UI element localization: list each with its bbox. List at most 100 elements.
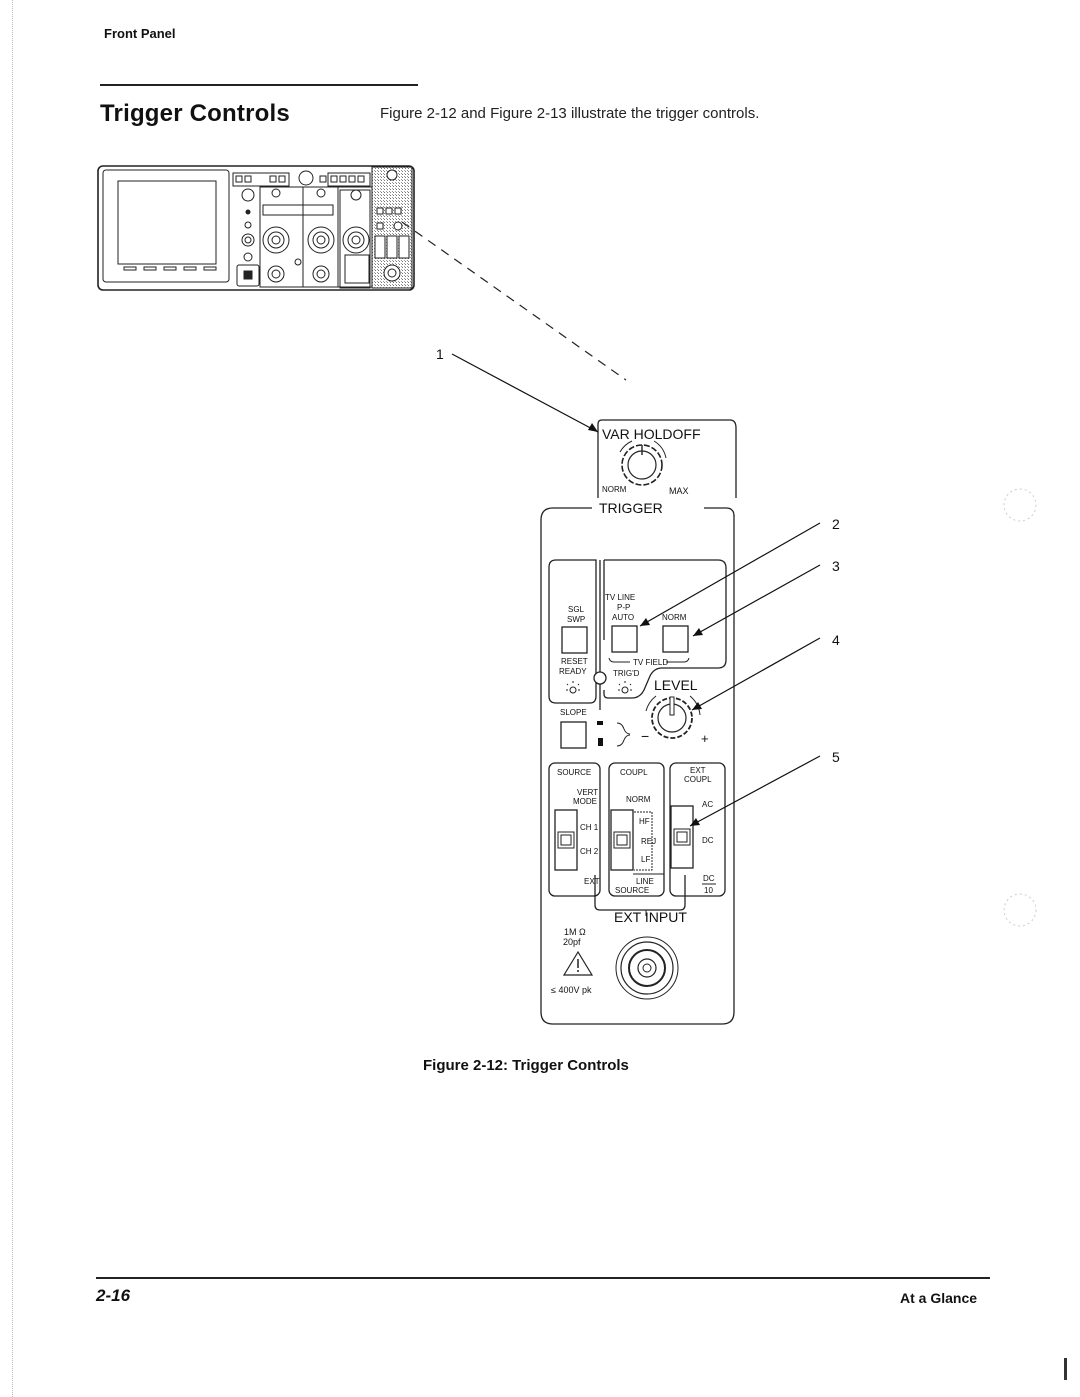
ch1-label: CH 1 xyxy=(580,823,599,832)
page-number: 2-16 xyxy=(96,1286,131,1305)
ext-coupl-label-line1: EXT xyxy=(690,766,706,775)
p-p-label: P-P xyxy=(617,603,630,612)
norm-mode-button[interactable] xyxy=(662,625,689,653)
measure-button-group xyxy=(327,172,371,187)
ac-label: AC xyxy=(702,800,713,809)
ch2-label: CH 2 xyxy=(580,847,599,856)
coupl-group-frame xyxy=(608,762,665,897)
callout-3: 3 xyxy=(832,558,840,574)
intro-text: Figure 2-12 and Figure 2-13 illustrate t… xyxy=(380,105,760,122)
scan-artifact-mark xyxy=(1064,1358,1067,1380)
cursor-knob xyxy=(298,170,314,186)
sgl-swp-group-frame xyxy=(548,559,597,704)
mode-label: MODE xyxy=(573,797,597,806)
screen-menu-buttons xyxy=(123,266,217,271)
callouts xyxy=(451,353,821,827)
callout-2-leader xyxy=(639,522,821,627)
falling-slope-icon xyxy=(616,734,631,747)
callout-5: 5 xyxy=(832,749,840,765)
ext-coupl-label-line2: COUPL xyxy=(684,775,712,784)
max-voltage-label: ≤ 400V pk xyxy=(551,985,592,995)
ext-coupl-group-frame xyxy=(669,762,726,897)
detail-panel xyxy=(540,419,737,1025)
coupl-switch-group: COUPL NORM HF REJ LF LINE SOURCE xyxy=(610,768,664,895)
bnc-connector[interactable] xyxy=(615,936,679,1000)
trigger-outer-frame xyxy=(540,507,735,1025)
slope-control: SLOPE xyxy=(560,708,631,749)
scan-margin-line xyxy=(12,0,13,1397)
tv-line-label: TV LINE xyxy=(605,593,635,602)
scope-screen xyxy=(117,180,217,265)
figure-caption: Figure 2-12: Trigger Controls xyxy=(423,1057,629,1074)
ready-led xyxy=(593,671,607,685)
callout-2: 2 xyxy=(832,516,840,532)
sgl-swp-button[interactable] xyxy=(561,626,588,654)
source-switch-group: SOURCE VERT MODE CH 1 CH 2 EXT xyxy=(554,768,600,886)
punch-hole-mark xyxy=(1003,893,1037,927)
scope-body xyxy=(97,165,415,291)
display-button-group xyxy=(232,172,290,187)
level-control: LEVEL − + xyxy=(641,677,709,746)
dc-div10-label-bottom: 10 xyxy=(704,886,713,895)
trigger-mode-controls: TV LINE P-P AUTO NORM TV FIELD TRIG'D xyxy=(605,593,690,694)
section-title: Trigger Controls xyxy=(100,100,290,127)
trigd-label: TRIG'D xyxy=(613,669,640,678)
swp-label: SWP xyxy=(567,615,585,624)
callout-3-leader xyxy=(692,564,821,637)
holdoff-max-label: MAX xyxy=(669,486,689,496)
slope-button[interactable] xyxy=(560,721,587,749)
hf-label: HF xyxy=(639,817,650,826)
dc-label: DC xyxy=(702,836,714,845)
auto-label: AUTO xyxy=(612,613,634,622)
line-label: LINE xyxy=(636,877,654,886)
norm-mode-label: NORM xyxy=(662,613,687,622)
tv-field-bracket xyxy=(608,657,690,663)
auto-mode-button[interactable] xyxy=(611,625,638,653)
callout-5-leader xyxy=(689,755,821,827)
rej-label: REJ xyxy=(641,837,656,846)
trigger-title: TRIGGER xyxy=(599,500,663,516)
source-group-frame xyxy=(548,762,601,897)
reset-label: RESET xyxy=(561,657,588,666)
oscilloscope-overview xyxy=(97,165,415,291)
level-plus-label: + xyxy=(701,731,709,746)
slope-pressed-indicator xyxy=(598,738,603,746)
punch-hole-mark xyxy=(1003,488,1037,522)
coupl-norm-label: NORM xyxy=(626,795,651,804)
footer-rule xyxy=(96,1277,990,1279)
running-head: Front Panel xyxy=(104,26,176,41)
rising-slope-icon xyxy=(616,722,631,735)
ext-source-label: EXT xyxy=(584,877,600,886)
var-holdoff-label: VAR HOLDOFF xyxy=(602,426,701,442)
capacitance-label: 20pf xyxy=(563,937,581,947)
ext-input-connector-group: EXT INPUT 1M Ω 20pf ≤ 400V pk xyxy=(551,909,687,1000)
header-rule xyxy=(100,84,418,86)
ccw-arrow-icon xyxy=(645,695,657,712)
sgl-label: SGL xyxy=(568,605,585,614)
trigd-lamp-icon xyxy=(618,681,632,694)
scope-screen-bezel xyxy=(102,169,230,283)
coupl-label: COUPL xyxy=(620,768,648,777)
callout-1: 1 xyxy=(436,346,444,362)
cw-arrow-icon xyxy=(653,440,667,459)
vert-label: VERT xyxy=(577,788,598,797)
sgl-swp-control: SGL SWP RESET READY xyxy=(559,605,588,694)
lf-label: LF xyxy=(641,855,650,864)
mode-group-frame xyxy=(603,559,727,699)
arrowhead-icon xyxy=(693,628,703,636)
arrowhead-icon xyxy=(588,423,598,432)
line-source-label: SOURCE xyxy=(615,886,649,895)
arrowhead-icon xyxy=(692,702,702,710)
level-label: LEVEL xyxy=(654,677,698,693)
arrowhead-icon xyxy=(690,818,700,826)
source-label: SOURCE xyxy=(557,768,591,777)
tv-field-label: TV FIELD xyxy=(633,658,668,667)
callout-4-leader xyxy=(691,637,821,711)
impedance-label: 1M Ω xyxy=(564,927,586,937)
ext-input-label: EXT INPUT xyxy=(614,909,687,925)
arrowhead-icon xyxy=(640,618,650,626)
callout-arrowheads xyxy=(588,423,703,826)
ready-lamp-icon xyxy=(566,681,580,694)
var-holdoff-control[interactable]: VAR HOLDOFF NORM MAX xyxy=(602,426,701,496)
